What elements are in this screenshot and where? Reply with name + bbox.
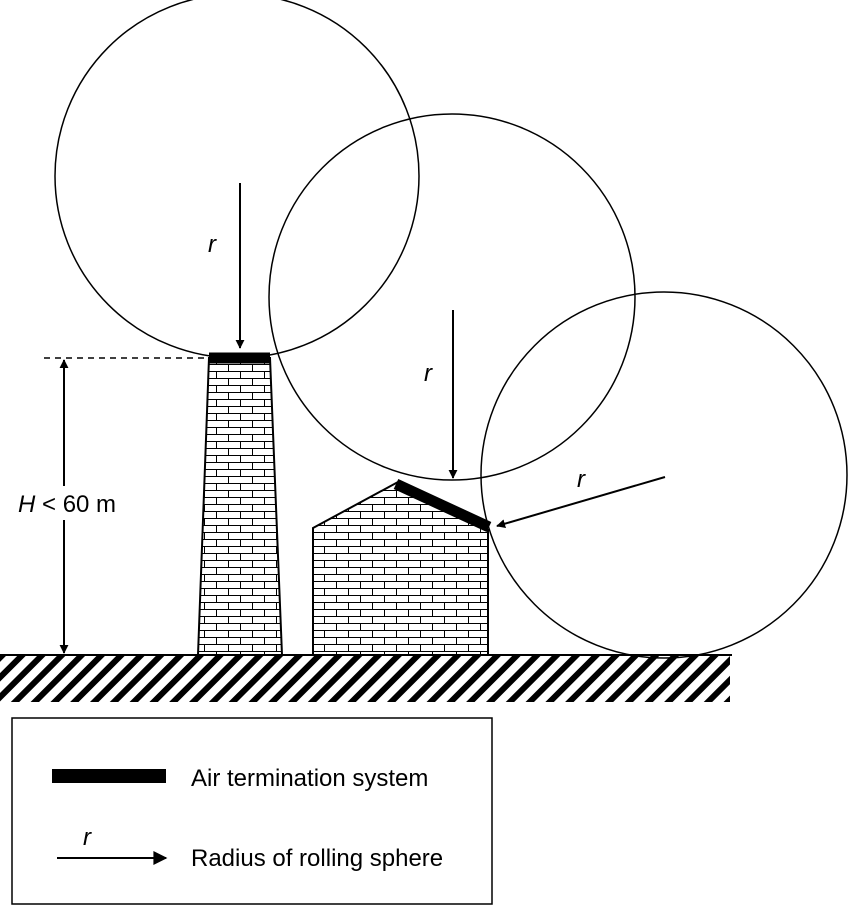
legend-r-symbol: r [83,824,92,851]
radius-arrow-3 [496,476,666,529]
radius-label-2: r [424,360,433,387]
legend-radius-label: Radius of rolling sphere [191,845,443,872]
air-termination-roof [393,479,492,532]
radius-label-3: r [577,466,586,493]
house [312,480,489,656]
radius-label-1: r [208,231,217,258]
legend-box [11,717,493,905]
rolling-sphere-2 [268,113,636,481]
legend-air-termination-swatch [52,769,166,783]
chimney [196,357,284,656]
legend-air-termination-label: Air termination system [191,765,428,792]
height-constraint: < 60 m [35,491,116,518]
height-label: H < 60 m [18,491,116,518]
height-label-background [14,486,134,520]
rolling-sphere-1 [54,0,420,359]
rolling-sphere-3 [480,291,848,659]
ground-hatch [0,656,730,702]
height-variable: H [18,491,36,518]
